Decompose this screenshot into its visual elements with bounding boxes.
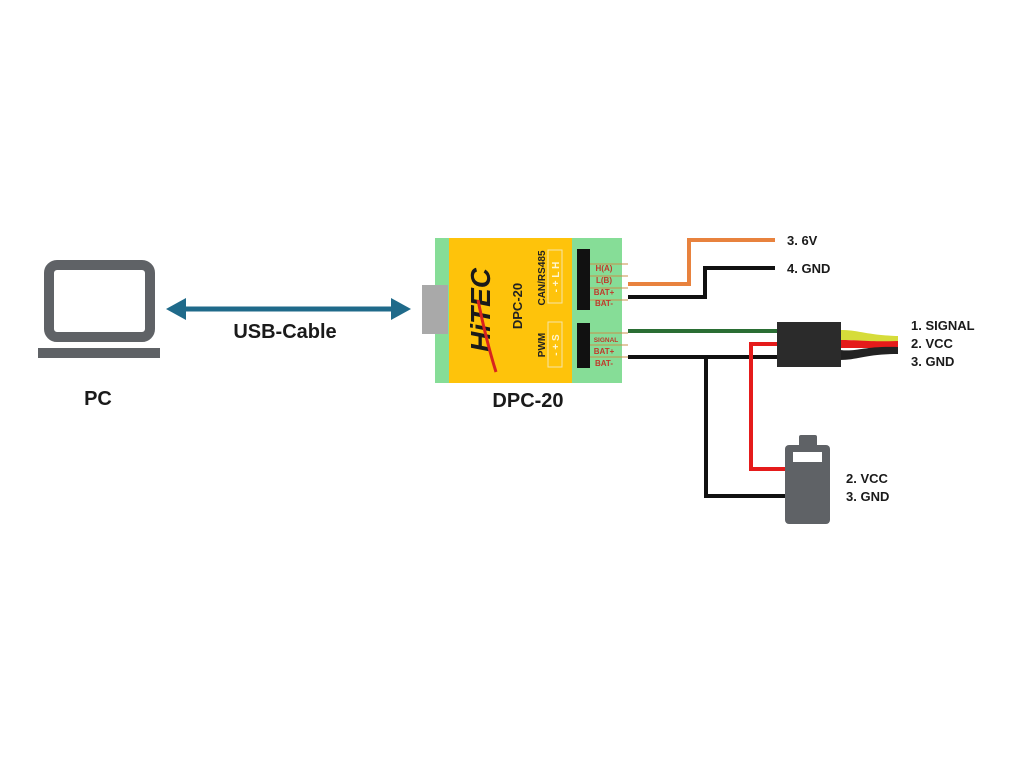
pc-label: PC xyxy=(84,388,112,410)
arrow-left-icon xyxy=(166,298,186,320)
pwm-header xyxy=(547,321,563,368)
servo-wire-red xyxy=(840,340,898,348)
pin-label-h-a: H(A) xyxy=(596,264,613,273)
arrow-right-icon xyxy=(391,298,411,320)
pwm-header-pins: - + S xyxy=(551,334,562,356)
board-model-text: DPC-20 xyxy=(510,283,525,329)
pin-label-bat-plus-bottom: BAT+ xyxy=(594,347,615,356)
laptop-icon xyxy=(38,260,160,358)
label-gnd-battery: 3. GND xyxy=(846,489,889,504)
pin-label-bat-minus-bottom: BAT- xyxy=(595,359,613,368)
servo-connector xyxy=(777,322,898,367)
label-gnd-power: 4. GND xyxy=(787,261,830,276)
board-label-area xyxy=(449,238,572,383)
top-connector xyxy=(577,249,590,310)
label-vcc-servo: 2. VCC xyxy=(911,336,954,351)
pwm-header-label: PWM xyxy=(537,333,548,357)
servo-plug-body xyxy=(777,322,841,367)
label-vcc-battery: 2. VCC xyxy=(846,471,889,486)
bottom-connector xyxy=(577,323,590,368)
pin-label-signal: SIGNAL xyxy=(594,337,619,344)
label-gnd-servo: 3. GND xyxy=(911,354,954,369)
wire-vcc-battery xyxy=(749,342,786,471)
device-name-label: DPC-20 xyxy=(492,390,563,412)
usb-port xyxy=(422,285,448,334)
laptop-screen xyxy=(44,260,155,342)
servo-wire-black xyxy=(840,346,898,360)
usb-cable-label: USB-Cable xyxy=(233,321,336,343)
can-header-pins: - + L H xyxy=(551,262,562,293)
pin-label-bat-plus-top: BAT+ xyxy=(594,288,615,297)
servo-wire-yellow xyxy=(840,330,898,342)
can-header-label: CAN/RS485 xyxy=(537,250,548,305)
dpc20-board: HiTEC DPC-20 CAN/RS485 - + L H PWM - + S xyxy=(422,238,628,383)
wire-gnd-power xyxy=(628,266,775,299)
usb-cable-arrow xyxy=(166,298,411,320)
battery-slot xyxy=(793,452,822,462)
wire-6v xyxy=(628,238,775,286)
battery-body xyxy=(785,445,830,524)
logo-swoosh xyxy=(476,299,498,373)
wire-gnd-battery xyxy=(704,357,786,498)
label-6v: 3. 6V xyxy=(787,233,818,248)
can-header xyxy=(547,249,563,304)
label-signal: 1. SIGNAL xyxy=(911,318,975,333)
laptop-base xyxy=(38,348,160,358)
pin-label-l-b: L(B) xyxy=(596,276,612,285)
battery-icon xyxy=(785,435,830,524)
pin-label-bat-minus-top: BAT- xyxy=(595,299,613,308)
